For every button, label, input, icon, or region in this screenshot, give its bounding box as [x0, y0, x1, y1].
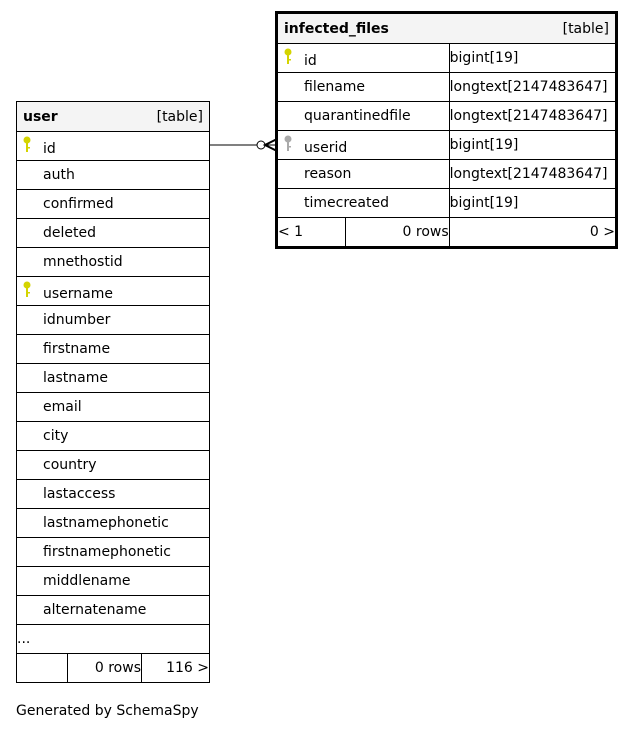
row-count: 0 rows: [67, 653, 142, 683]
column-type: longtext[2147483647]: [448, 72, 617, 102]
column-name[interactable]: confirmed: [43, 196, 114, 212]
foreign-key-icon: [278, 134, 298, 156]
column-name[interactable]: username: [43, 286, 113, 302]
infected-files-column-row[interactable]: quarantinedfile longtext[2147483647]: [277, 101, 617, 131]
column-name[interactable]: id: [304, 53, 317, 69]
user-column-row[interactable]: confirmed: [16, 189, 210, 219]
user-column-row[interactable]: alternatename: [16, 595, 210, 625]
parents-count[interactable]: < 1: [277, 217, 346, 247]
column-name[interactable]: alternatename: [43, 602, 147, 618]
user-table: user [table] id auth confirmed deleted mneth…: [16, 101, 210, 683]
column-type: longtext[2147483647]: [448, 101, 617, 131]
column-name[interactable]: email: [43, 399, 82, 415]
children-count[interactable]: 116 >: [141, 653, 210, 683]
user-table-header[interactable]: user [table]: [16, 101, 210, 132]
column-name[interactable]: city: [43, 428, 69, 444]
column-type: longtext[2147483647]: [448, 159, 617, 189]
infected-files-column-row[interactable]: userid bigint[19]: [277, 130, 617, 160]
row-count: 0 rows: [345, 217, 450, 247]
column-name[interactable]: quarantinedfile: [304, 108, 411, 124]
column-name[interactable]: reason: [304, 166, 352, 182]
user-column-row[interactable]: username: [16, 276, 210, 306]
column-name[interactable]: idnumber: [43, 312, 111, 328]
column-name[interactable]: id: [43, 141, 56, 157]
user-column-row[interactable]: email: [16, 392, 210, 422]
user-column-row[interactable]: firstname: [16, 334, 210, 364]
column-name[interactable]: lastname: [43, 370, 108, 386]
parents-count[interactable]: [16, 653, 68, 683]
infected-files-column-row[interactable]: id bigint[19]: [277, 43, 617, 73]
more-columns-ellipsis[interactable]: ...: [16, 624, 210, 654]
primary-key-icon: [17, 280, 37, 302]
column-name[interactable]: auth: [43, 167, 75, 183]
column-name[interactable]: middlename: [43, 573, 131, 589]
user-column-row[interactable]: deleted: [16, 218, 210, 248]
user-column-row[interactable]: city: [16, 421, 210, 451]
infected-files-column-row[interactable]: filename longtext[2147483647]: [277, 72, 617, 102]
infected-files-column-row[interactable]: timecreated bigint[19]: [277, 188, 617, 218]
infected-files-table-header[interactable]: infected_files [table]: [277, 13, 616, 44]
user-column-row[interactable]: id: [16, 131, 210, 161]
user-more-columns-row[interactable]: ...: [16, 624, 210, 654]
primary-key-icon: [17, 135, 37, 157]
column-name[interactable]: lastnamephonetic: [43, 515, 169, 531]
infected-files-column-row[interactable]: reason longtext[2147483647]: [277, 159, 617, 189]
user-column-row[interactable]: middlename: [16, 566, 210, 596]
user-column-row[interactable]: mnethostid: [16, 247, 210, 277]
column-name[interactable]: deleted: [43, 225, 96, 241]
user-column-row[interactable]: lastname: [16, 363, 210, 393]
column-name[interactable]: firstname: [43, 341, 111, 357]
user-table-type: [table]: [156, 108, 203, 125]
column-type: bigint[19]: [448, 43, 617, 73]
user-column-row[interactable]: lastaccess: [16, 479, 210, 509]
generated-by-note: Generated by SchemaSpy: [16, 703, 199, 719]
column-name[interactable]: lastaccess: [43, 486, 116, 502]
infected-files-table-type: [table]: [562, 20, 609, 37]
column-name[interactable]: firstnamephonetic: [43, 544, 171, 560]
infected-files-table-name[interactable]: infected_files: [284, 20, 389, 37]
column-type: bigint[19]: [448, 130, 617, 160]
column-name[interactable]: timecreated: [304, 195, 389, 211]
user-column-row[interactable]: auth: [16, 160, 210, 190]
column-name[interactable]: country: [43, 457, 97, 473]
user-table-name[interactable]: user: [23, 108, 58, 125]
column-name[interactable]: filename: [304, 79, 366, 95]
user-column-row[interactable]: lastnamephonetic: [16, 508, 210, 538]
crows-foot-many-marker: [262, 138, 278, 152]
children-count[interactable]: 0 >: [448, 217, 617, 247]
user-column-row[interactable]: firstnamephonetic: [16, 537, 210, 567]
user-column-row[interactable]: idnumber: [16, 305, 210, 335]
column-name[interactable]: mnethostid: [43, 254, 123, 270]
column-name[interactable]: userid: [304, 140, 348, 156]
column-type: bigint[19]: [448, 188, 617, 218]
primary-key-icon: [278, 47, 298, 69]
user-column-row[interactable]: country: [16, 450, 210, 480]
